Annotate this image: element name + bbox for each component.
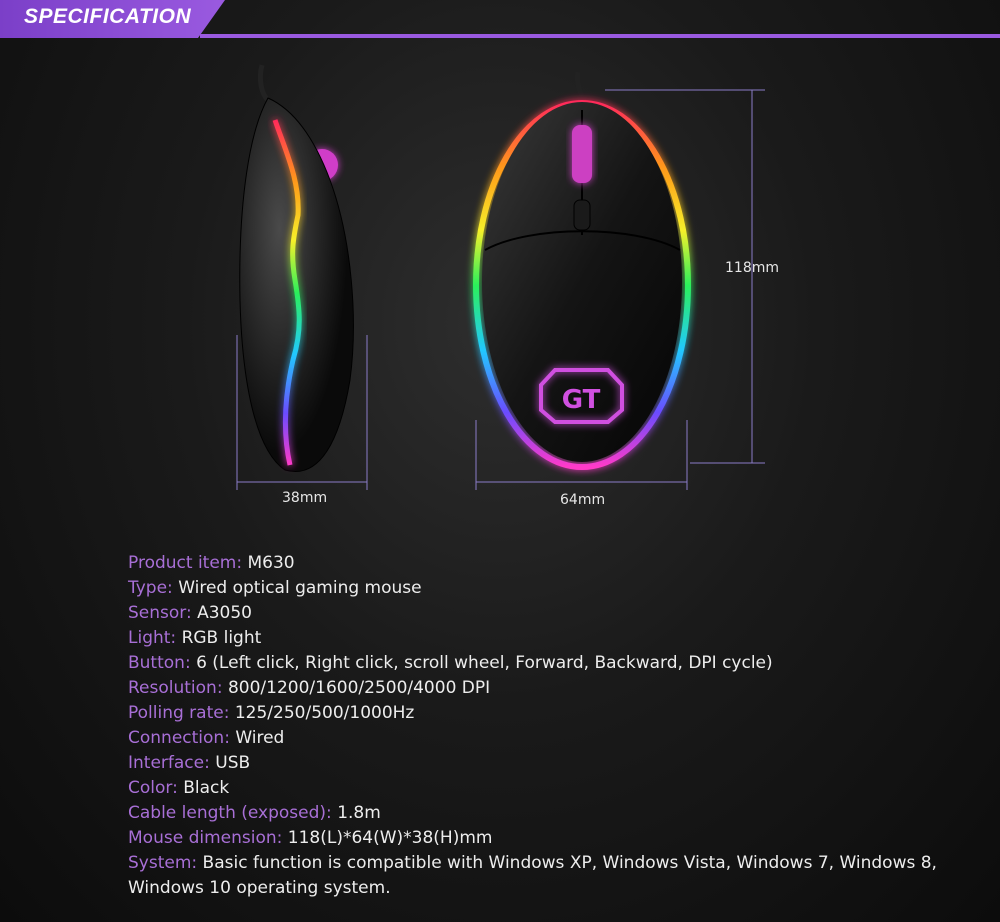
- spec-row: Type: Wired optical gaming mouse: [128, 576, 948, 601]
- spec-value: A3050: [197, 603, 253, 623]
- spec-value: 6 (Left click, Right click, scroll wheel…: [196, 653, 773, 673]
- spec-value: M630: [247, 553, 295, 573]
- spec-label: Cable length (exposed):: [128, 803, 332, 823]
- header-banner: [0, 0, 225, 38]
- dimension-height-label: 38mm: [282, 490, 328, 506]
- spec-row: Polling rate: 125/250/500/1000Hz: [128, 701, 948, 726]
- spec-header: SPECIFICATION: [0, 0, 1000, 38]
- spec-value: 1.8m: [337, 803, 381, 823]
- page-title: SPECIFICATION: [24, 5, 192, 28]
- spec-row: Color: Black: [128, 776, 948, 801]
- spec-value: 800/1200/1600/2500/4000 DPI: [227, 678, 491, 698]
- dimension-lines: [236, 89, 765, 490]
- spec-value: Wired: [235, 728, 285, 748]
- spec-label: Mouse dimension:: [128, 828, 283, 848]
- spec-value: RGB light: [181, 628, 262, 648]
- spec-label: Button:: [128, 653, 191, 673]
- spec-row: System: Basic function is compatible wit…: [128, 851, 948, 901]
- spec-label: Interface:: [128, 753, 210, 773]
- spec-row: Interface: USB: [128, 751, 948, 776]
- spec-row: Connection: Wired: [128, 726, 948, 751]
- spec-row: Button: 6 (Left click, Right click, scro…: [128, 651, 948, 676]
- spec-value: Wired optical gaming mouse: [178, 578, 422, 598]
- header-underline: [200, 34, 1000, 38]
- spec-row: Product item: M630: [128, 551, 948, 576]
- spec-label: Sensor:: [128, 603, 192, 623]
- spec-label: Color:: [128, 778, 178, 798]
- spec-label: Resolution:: [128, 678, 223, 698]
- spec-row: Light: RGB light: [128, 626, 948, 651]
- spec-value: Black: [183, 778, 230, 798]
- gt-logo: GT: [562, 385, 601, 415]
- mouse-top-view: GT: [473, 71, 691, 470]
- spec-label: Product item:: [128, 553, 243, 573]
- mouse-side-view: [239, 64, 354, 472]
- dimension-width-label: 64mm: [560, 492, 606, 508]
- spec-label: Type:: [128, 578, 173, 598]
- dimension-length-label: 118mm: [725, 260, 779, 276]
- spec-value: USB: [215, 753, 251, 773]
- spec-row: Resolution: 800/1200/1600/2500/4000 DPI: [128, 676, 948, 701]
- spec-row: Cable length (exposed): 1.8m: [128, 801, 948, 826]
- spec-row: Sensor: A3050: [128, 601, 948, 626]
- spec-row: Mouse dimension: 118(L)*64(W)*38(H)mm: [128, 826, 948, 851]
- spec-label: Connection:: [128, 728, 230, 748]
- spec-label: Polling rate:: [128, 703, 230, 723]
- spec-value: 125/250/500/1000Hz: [234, 703, 415, 723]
- mouse-illustration: GT: [236, 64, 765, 490]
- spec-value: 118(L)*64(W)*38(H)mm: [287, 828, 493, 848]
- spec-label: System:: [128, 853, 198, 873]
- spec-value: Basic function is compatible with Window…: [128, 853, 937, 898]
- spec-label: Light:: [128, 628, 177, 648]
